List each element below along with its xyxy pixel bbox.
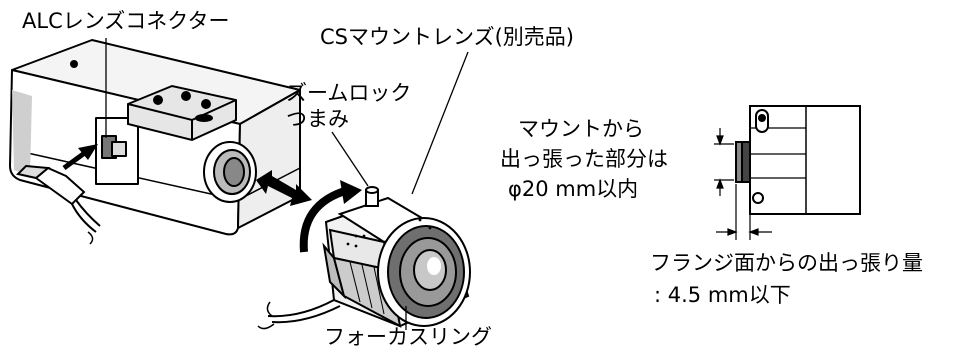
mount-protrusion-label-line2: 出っ張った部分は (500, 147, 668, 171)
leader-lines (105, 38, 469, 330)
cs-mount-lens (322, 186, 471, 328)
mount-protrusion-label-line1: マウントから (518, 117, 644, 141)
attach-direction-arrow (256, 170, 312, 206)
flange-protrusion-label-line2: : 4.5 mm以下 (654, 283, 791, 307)
diameter-dimension (714, 128, 734, 196)
alc-connector-label: ALCレンズコネクター (22, 9, 230, 33)
camera-cable (16, 164, 101, 245)
camera-body (9, 39, 301, 236)
connector-insert-arrow (62, 144, 98, 171)
lens-scale-dots (346, 218, 432, 248)
rotation-arrow (299, 180, 362, 253)
camera-lens-mount (203, 141, 257, 203)
focus-ring-label: フォーカスリング (324, 325, 492, 349)
flange-protrusion-label-line1: フランジ面からの出っ張り量 (650, 251, 923, 275)
cs-mount-lens-label: CSマウントレンズ(別売品) (320, 25, 574, 49)
lens-side-view (735, 105, 861, 215)
zoom-lock-knob-label-line2: つまみ (286, 107, 349, 131)
mount-protrusion-label-line3: φ20 mm以内 (508, 177, 639, 201)
flange-dimension (716, 184, 772, 240)
zoom-lock-knob-label-line1: ズームロック (286, 81, 412, 105)
lens-cable (257, 299, 341, 330)
tripod-mount-plate (127, 84, 237, 142)
